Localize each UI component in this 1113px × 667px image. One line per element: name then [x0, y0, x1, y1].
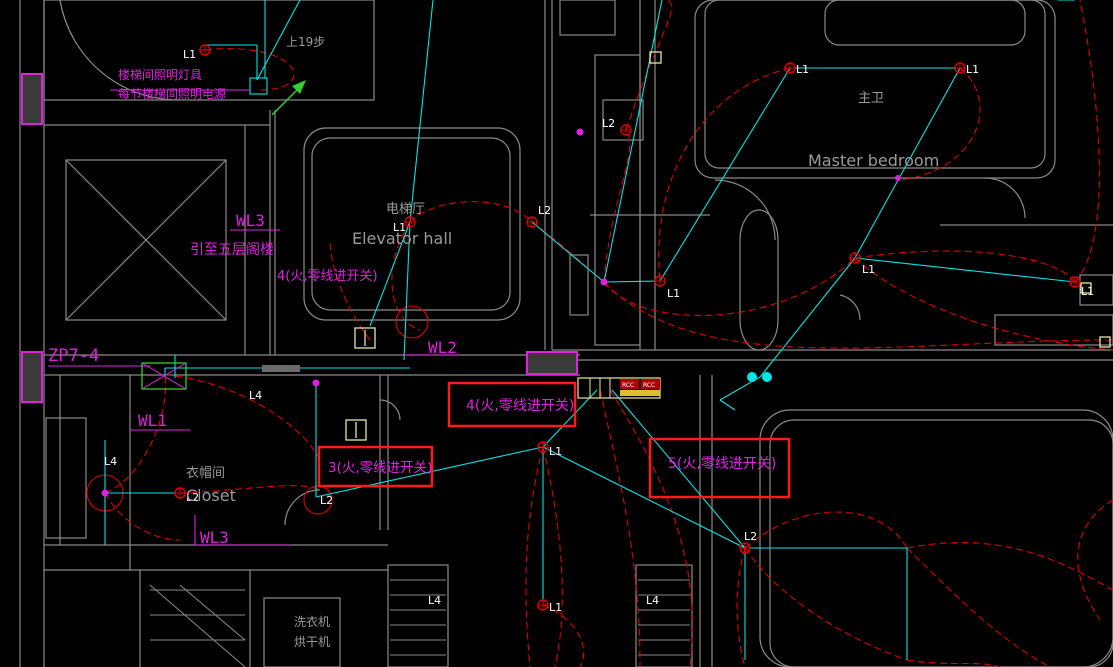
- circuit-loops: [86, 305, 429, 515]
- stair-note-1: 楼梯间照明灯具: [118, 67, 202, 82]
- callout-4: 4(火,零线进开关): [447, 381, 577, 428]
- fixture-label: L1: [966, 63, 979, 76]
- callout-label: 4(火,零线进开关): [466, 398, 574, 414]
- elevator-hall-en: Elevator hall: [352, 229, 452, 248]
- elevator-hall-cn: 电梯厅: [386, 202, 425, 217]
- light-fixture-11: L2: [174, 487, 199, 504]
- light-fixture-9: L1: [1069, 276, 1094, 298]
- laundry-washer: 洗衣机: [294, 614, 330, 629]
- closet-en: Closet: [186, 486, 236, 505]
- fixture-label: L1: [1081, 285, 1094, 298]
- light-fixture-13: L2: [739, 530, 757, 554]
- light-fixture-17: L4: [428, 594, 441, 607]
- callout-5: 5(火,零线进开关): [648, 437, 791, 499]
- light-fixture-16: L4: [249, 389, 262, 402]
- callout-label: 3(火,零线进开关): [328, 460, 432, 476]
- light-fixture-14: L1: [537, 599, 562, 614]
- master-bedroom-en: Master bedroom: [808, 151, 939, 170]
- light-fixture-5: L2: [602, 117, 632, 136]
- wl1-label: WL1: [138, 411, 167, 430]
- fixture-label: L2: [744, 530, 757, 543]
- circuit-wiring: [104, 0, 1113, 667]
- fixture-label: L4: [104, 455, 117, 468]
- cyan-wiring: [104, 0, 1076, 660]
- light-fixture-15: L4: [104, 455, 117, 468]
- distribution-panel: [141, 362, 300, 390]
- closet-cn: 衣帽间: [186, 465, 225, 481]
- wl2-label: WL2: [428, 338, 457, 357]
- light-fixture-7: L1: [954, 62, 979, 76]
- light-fixture-2: L1: [393, 216, 416, 234]
- fixture-label: L2: [602, 117, 615, 130]
- fixture-label: L1: [796, 63, 809, 76]
- breaker-label-2: RCC: [643, 382, 655, 389]
- callout-label: 5(火,零线进开关): [668, 456, 776, 472]
- light-fixture-10: L1: [537, 441, 562, 458]
- panel-label: ZP7-4: [48, 346, 99, 366]
- light-fixture-3: L2: [526, 204, 551, 228]
- fixture-label: L1: [862, 263, 875, 276]
- plan-labels: 上19步 楼梯间照明灯具 每节楼梯间照明电源 WL3 引至五层阁楼 4(火,零线…: [48, 35, 939, 649]
- wl3-top-label: WL3: [236, 211, 265, 230]
- lead-note: 引至五层阁楼: [190, 242, 274, 258]
- fixture-label: L4: [646, 594, 659, 607]
- light-fixture-18: L4: [646, 594, 659, 607]
- junction-dots: [101, 128, 901, 497]
- callout-frame: [648, 437, 791, 499]
- fixture-label: L1: [549, 601, 562, 614]
- fixture-label: L2: [538, 204, 551, 217]
- fixture-label: L4: [428, 594, 441, 607]
- walls: [19, 0, 1113, 667]
- fixture-label: L2: [320, 494, 333, 507]
- callout-frame: [317, 445, 434, 488]
- stair-note-2: 每节楼梯间照明电源: [118, 86, 226, 101]
- fixture-label: L1: [667, 287, 680, 300]
- fixture-label: L1: [549, 445, 562, 458]
- annotation-lines: [48, 89, 460, 546]
- laundry-dryer: 烘干机: [294, 635, 330, 649]
- direction-arrow-icon: [271, 80, 306, 116]
- master-bath-cn: 主卫: [858, 91, 884, 106]
- breaker-strip: [577, 377, 661, 399]
- light-fixture-6: L1: [784, 62, 809, 76]
- light-fixture-4: L1: [654, 275, 680, 300]
- fixture-label: L1: [393, 221, 406, 234]
- callout-frame: [447, 381, 577, 428]
- structural-columns: [21, 73, 578, 403]
- breaker-label-1: RCC: [622, 382, 634, 389]
- light-fixture-1: L1: [183, 44, 211, 61]
- stair-treads: [149, 579, 690, 667]
- callout-3: 3(火,零线进开关): [317, 445, 434, 488]
- light-fixture-8: L1: [849, 252, 875, 276]
- detectors: [747, 372, 772, 382]
- stair-up-label: 上19步: [286, 35, 325, 49]
- switch-4-left-label: 4(火,零线进开关): [277, 269, 378, 284]
- outlet-boxes: [345, 51, 1111, 441]
- fixture-label: L2: [186, 491, 199, 504]
- fixture-label: L4: [249, 389, 262, 402]
- light-fixture-12: L2: [320, 494, 333, 507]
- wl3-bottom-label: WL3: [200, 528, 229, 547]
- fixture-label: L1: [183, 48, 196, 61]
